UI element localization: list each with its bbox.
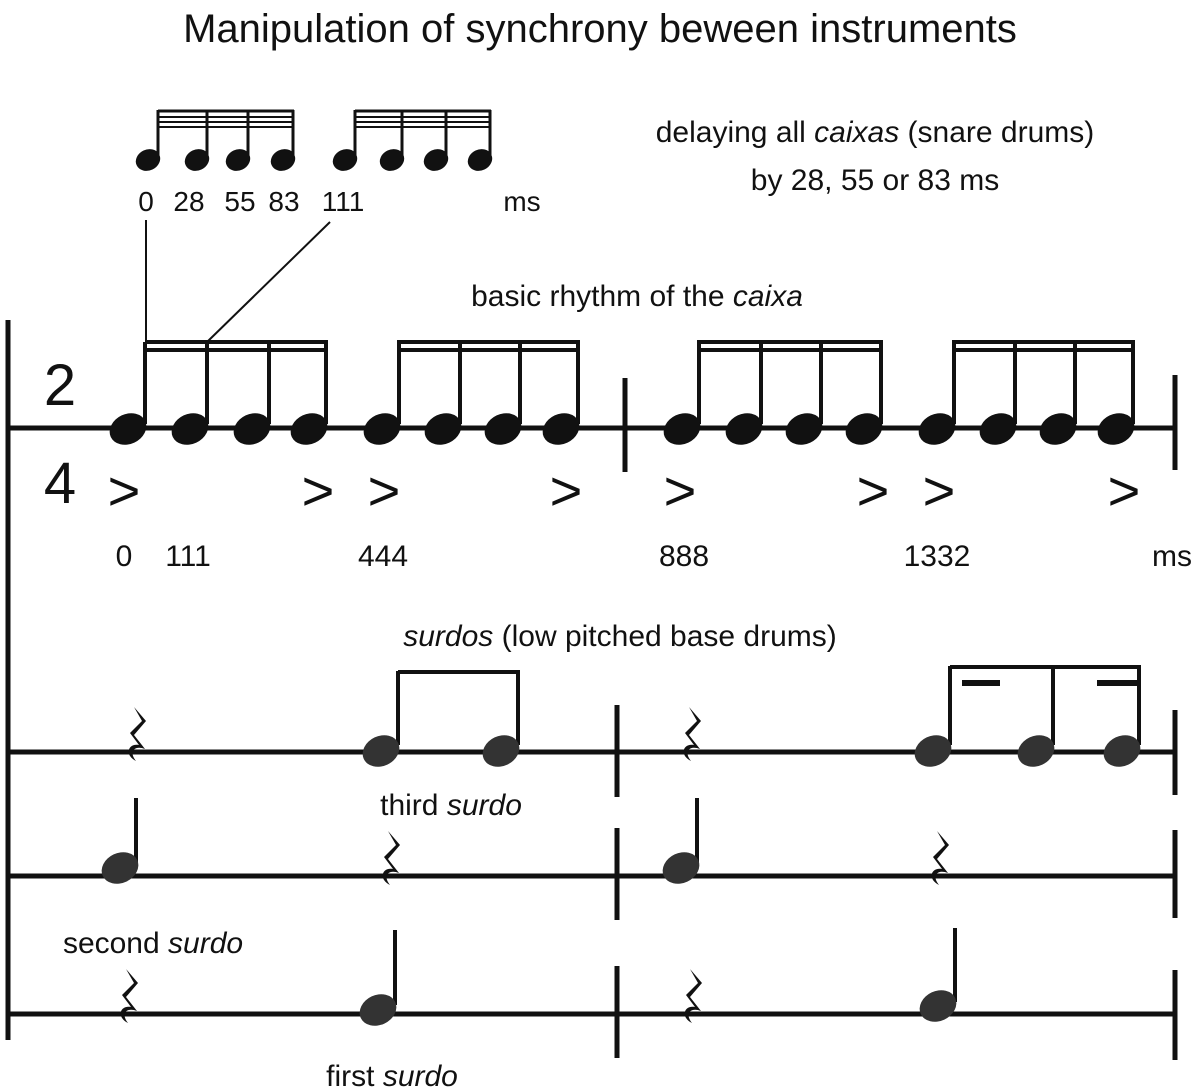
caixa-note-head bbox=[424, 413, 462, 445]
caixa-note-head bbox=[1097, 413, 1135, 445]
caixa-note-head bbox=[233, 413, 271, 445]
delay-offset-0: 0 bbox=[138, 186, 154, 217]
inset-note-group-2 bbox=[332, 109, 493, 171]
delay-offset-unit: ms bbox=[503, 186, 540, 217]
delay-offset-28: 28 bbox=[173, 186, 204, 217]
accent-mark: > bbox=[550, 459, 583, 522]
third-surdo-staff bbox=[8, 665, 1178, 797]
accent-mark: > bbox=[302, 459, 335, 522]
surdo-note-head bbox=[482, 735, 520, 767]
timeline-1332: 1332 bbox=[904, 540, 971, 573]
caixa-label: basic rhythm of the caixa bbox=[471, 280, 803, 313]
caixa-note-head bbox=[918, 413, 956, 445]
second-surdo-staff bbox=[8, 798, 1178, 920]
surdos-header: surdos (low pitched base drums) bbox=[403, 620, 837, 653]
accent-mark: > bbox=[368, 459, 401, 522]
accent-mark: > bbox=[664, 459, 697, 522]
timeline-444: 444 bbox=[358, 540, 408, 573]
timeline-888: 888 bbox=[659, 540, 709, 573]
delay-offset-55: 55 bbox=[224, 186, 255, 217]
caixa-note-head bbox=[663, 413, 701, 445]
surdo-note-head bbox=[662, 852, 700, 884]
third-surdo-label: third surdo bbox=[380, 789, 522, 822]
surdo-note-head bbox=[914, 735, 952, 767]
caixa-note-head bbox=[484, 413, 522, 445]
first-surdo-label: first surdo bbox=[326, 1060, 458, 1091]
caixa-note-head bbox=[109, 413, 147, 445]
delay-offset-111: 111 bbox=[322, 186, 365, 217]
caixa-note-head bbox=[542, 413, 580, 445]
connector-line bbox=[205, 221, 331, 344]
caixa-note-head bbox=[290, 413, 328, 445]
timeline-0: 0 bbox=[116, 540, 133, 573]
timeline-111: 111 bbox=[165, 540, 211, 573]
delay-offset-inset bbox=[135, 109, 493, 171]
accent-mark: > bbox=[1108, 459, 1141, 522]
accent-mark: > bbox=[108, 459, 141, 522]
timeline-unit: ms bbox=[1152, 540, 1192, 573]
caixa-note-head bbox=[1039, 413, 1077, 445]
caixa-note-head bbox=[845, 413, 883, 445]
accent-mark: > bbox=[923, 459, 956, 522]
caixa-note-head bbox=[725, 413, 763, 445]
surdo-note-head bbox=[1103, 735, 1141, 767]
surdo-note-head bbox=[362, 735, 400, 767]
time-signature-bottom: 4 bbox=[44, 451, 76, 516]
time-signature-top: 2 bbox=[44, 353, 76, 418]
caixa-note-head bbox=[785, 413, 823, 445]
surdo-note-head bbox=[919, 990, 957, 1022]
delay-note-line2: by 28, 55 or 83 ms bbox=[751, 164, 999, 197]
diagram-title: Manipulation of synchrony beween instrum… bbox=[183, 7, 1017, 51]
caixa-note-head bbox=[171, 413, 209, 445]
caixa-staff bbox=[8, 340, 1178, 472]
caixa-note-head bbox=[363, 413, 401, 445]
delay-note-line1: delaying all caixas (snare drums) bbox=[656, 116, 1095, 149]
surdo-note-head bbox=[359, 994, 397, 1026]
delay-offset-83: 83 bbox=[268, 186, 299, 217]
surdo-note-head bbox=[101, 852, 139, 884]
second-surdo-label: second surdo bbox=[63, 927, 243, 960]
accent-mark: > bbox=[857, 459, 890, 522]
inset-note-group-1 bbox=[135, 109, 296, 171]
caixa-note-head bbox=[979, 413, 1017, 445]
first-surdo-staff bbox=[8, 928, 1178, 1060]
surdo-note-head bbox=[1017, 735, 1055, 767]
